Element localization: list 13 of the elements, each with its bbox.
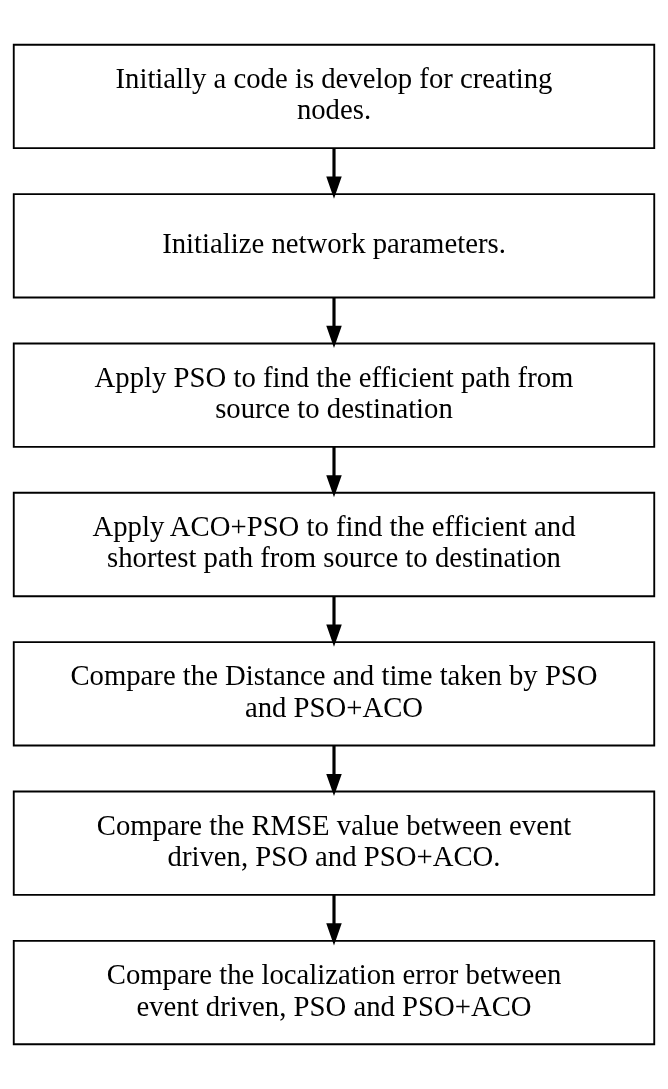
node-box: Initially a code is develop for creating nodes. [12,43,656,150]
arrow [326,148,342,199]
arrow [326,297,342,348]
arrow [326,895,342,946]
node-box: Compare the localization error between event driven, PSO and PSO+ACO [12,939,656,1046]
node-box: Apply ACO+PSO to find the efficient and shortest path from source to destination [12,491,656,598]
arrow [326,745,342,797]
arrow [326,447,342,498]
node-box: Compare the Distance and time taken by PSO and PSO+ACO [12,641,656,747]
node-box: Apply PSO to find the efficient path from source to destination [12,342,656,448]
node-box: Compare the RMSE value between event driven, PSO and PSO+ACO. [12,790,656,896]
node-box: Initialize network parameters. [12,193,656,299]
arrow [326,596,342,647]
